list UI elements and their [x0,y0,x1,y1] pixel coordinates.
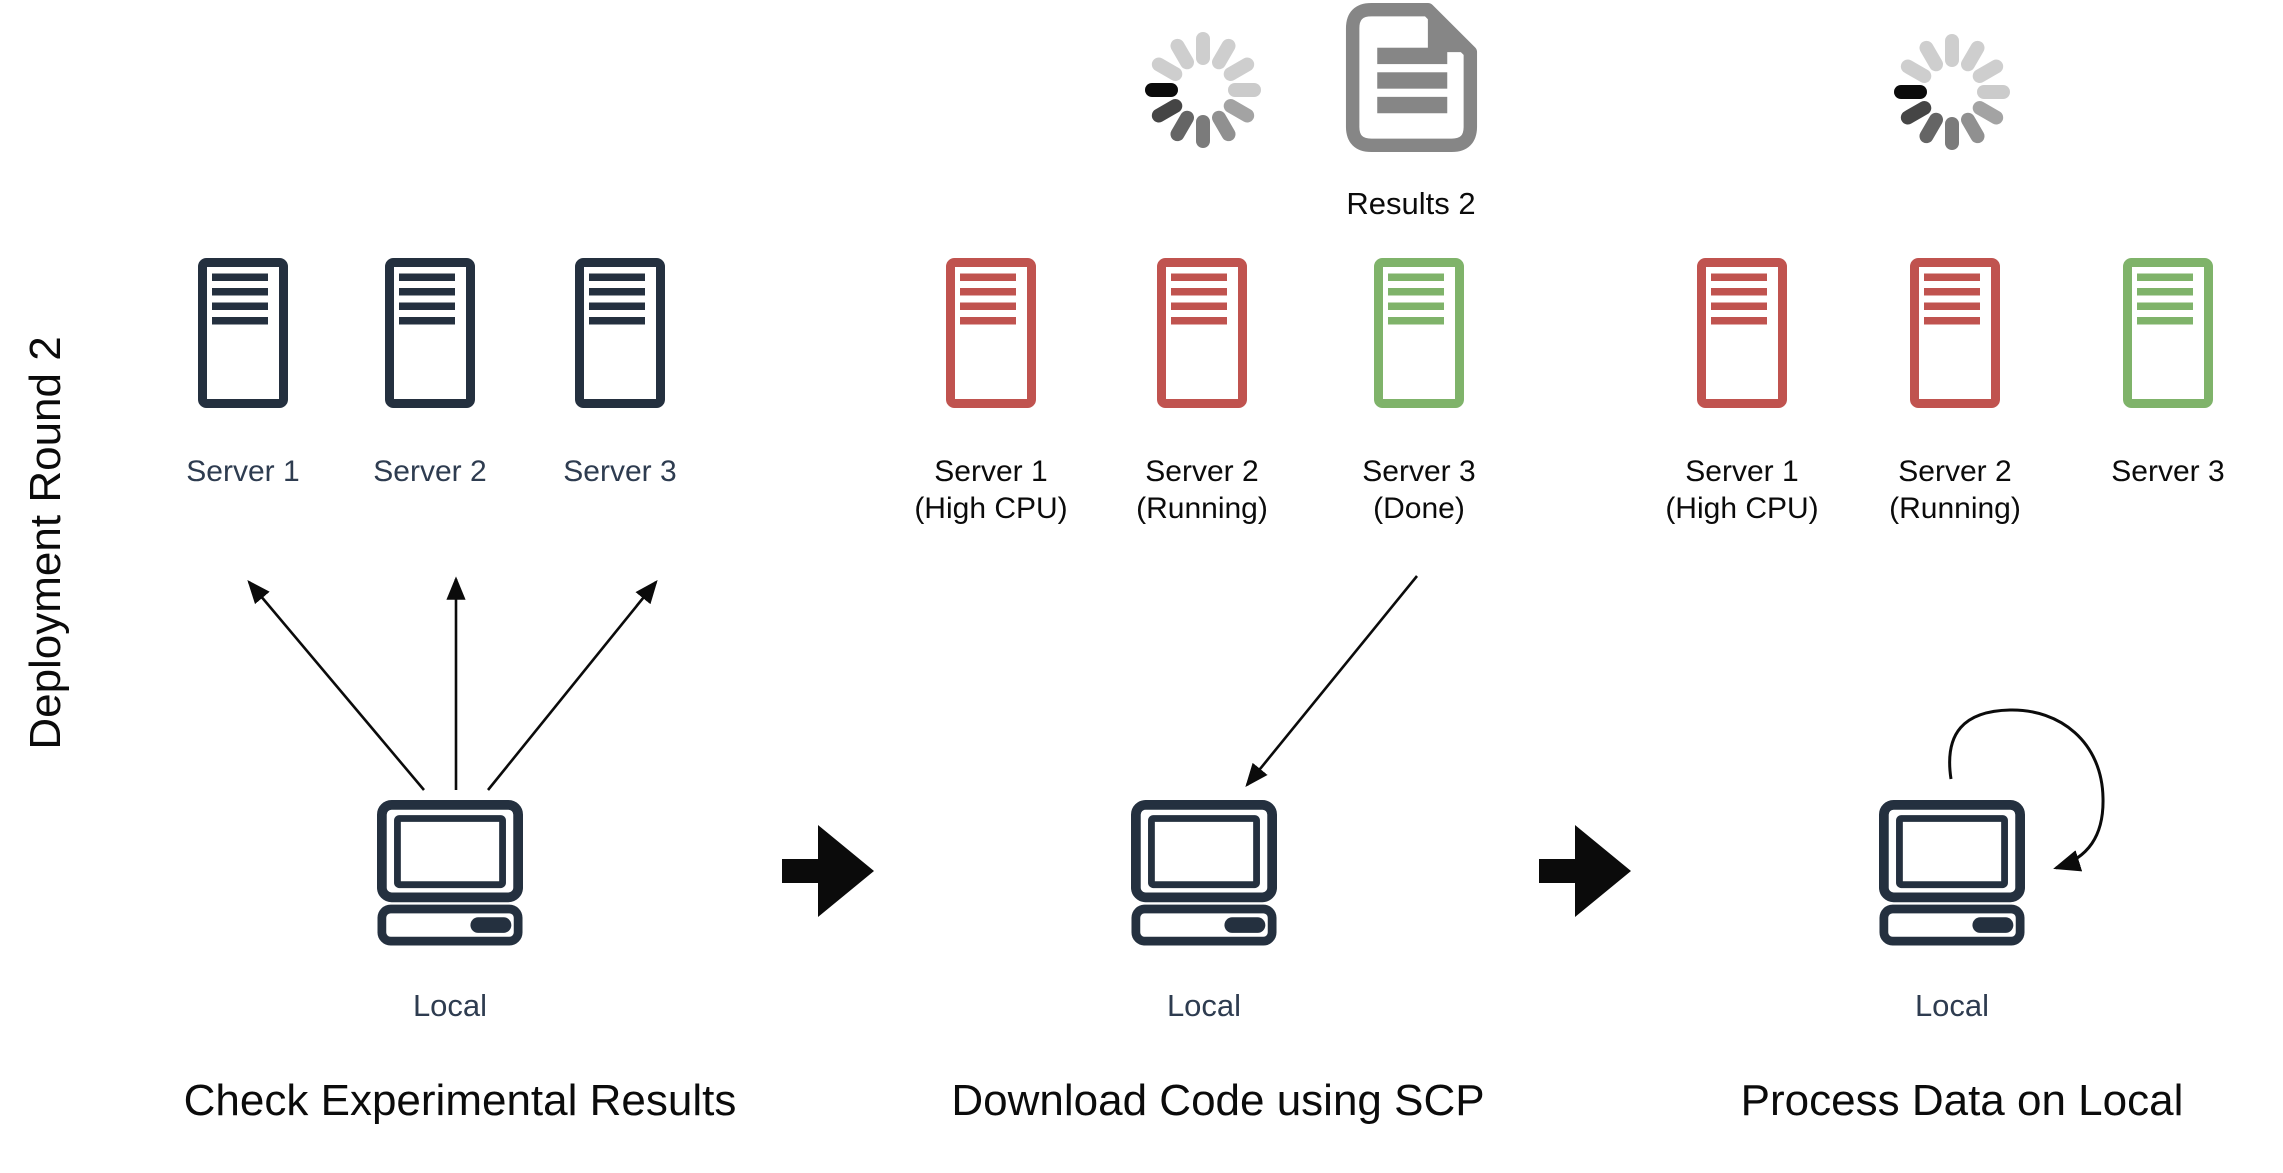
server-label: Server 3 [1362,455,1476,488]
server-label: Server 3 [2111,455,2225,488]
server-unit: Server 2 (Running) [1845,258,2065,528]
server-rack-icon [1910,258,2000,408]
panel-caption: Check Experimental Results [183,1076,737,1125]
local-to-servers-arrows [247,576,658,791]
local-label: Local [412,988,488,1023]
server-unit: Server 3 [2058,258,2278,490]
panel-caption: Process Data on Local [1740,1076,2184,1125]
server-unit: Server 3 (Done) [1309,258,1529,528]
local-computer-icon [1131,800,1277,946]
loading-spinner-icon [1894,34,2010,150]
server-label: Server 2 [373,455,487,488]
results-label: Results 2 [1346,186,1476,221]
local-computer-icon [1879,800,2025,946]
server-unit: Server 1 (High CPU) [1632,258,1852,528]
server-unit: Server 2 [320,258,540,490]
server-label: Server 1 [934,455,1048,488]
server-rack-icon [1374,258,1464,408]
server-unit: Server 3 [510,258,730,490]
row-label: Deployment Round 2 [21,336,70,750]
server-status: (Done) [1373,492,1465,525]
server-status: (High CPU) [914,492,1068,525]
local-computer-icon [377,800,523,946]
server-rack-icon [575,258,665,408]
server-label: Server 2 [1145,455,1259,488]
server-rack-icon [2123,258,2213,408]
server-rack-icon [385,258,475,408]
server-status: (High CPU) [1665,492,1819,525]
next-step-arrow-icon [782,825,874,917]
server-label: Server 3 [563,455,677,488]
server-rack-icon [1157,258,1247,408]
server-unit: Server 2 (Running) [1092,258,1312,528]
server-rack-icon [1697,258,1787,408]
panel-caption: Download Code using SCP [951,1076,1485,1125]
loading-spinner-icon [1145,32,1261,148]
server-unit: Server 1 (High CPU) [881,258,1101,528]
next-step-arrow-icon [1539,825,1631,917]
server-status: (Running) [1889,492,2021,525]
server-rack-icon [946,258,1036,408]
server-label: Server 2 [1898,455,2012,488]
server-unit: Server 1 [133,258,353,490]
local-label: Local [1166,988,1242,1023]
server-label: Server 1 [1685,455,1799,488]
server-status: (Running) [1136,492,1268,525]
results-document-icon [1345,3,1478,152]
local-label: Local [1914,988,1990,1023]
server-rack-icon [198,258,288,408]
server3-to-local-arrow [1245,575,1419,788]
server-label: Server 1 [186,455,300,488]
